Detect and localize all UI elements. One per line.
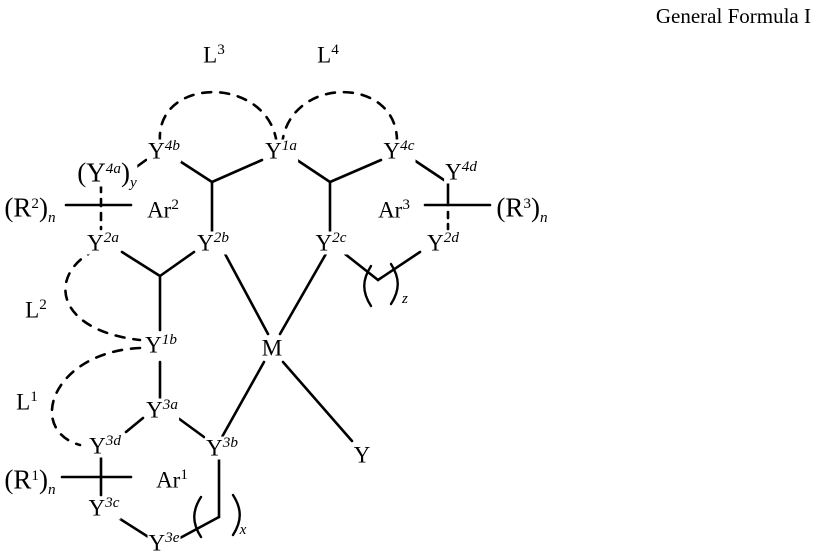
bracket-z-close (389, 262, 399, 306)
bond-y3a-y3b (176, 416, 206, 439)
aryl-Ar2: Ar2 (147, 195, 179, 223)
atom-Y1a: Y1a (264, 136, 298, 164)
bond-y1a-apex2 (295, 158, 332, 184)
atom-Y4c: Y4c (382, 136, 416, 164)
atom-Y2c: Y2c (314, 228, 348, 256)
bond-y2c-m (278, 250, 329, 336)
bond-m-y3b (220, 360, 266, 439)
bond-y2b-apex3 (158, 250, 196, 278)
bracket-x-open (193, 495, 203, 539)
ligand-arc-l3 (158, 90, 279, 147)
ligand-arc-l1 (50, 346, 142, 447)
aryl-Ar1: Ar1 (156, 465, 188, 493)
atom-M: M (260, 335, 284, 361)
atom-Y3c: Y3c (87, 493, 121, 521)
bond-y3c-y3e (115, 515, 152, 540)
bond-y2c-vertex (343, 252, 380, 282)
bond-y2a-apex3 (120, 250, 162, 278)
atom-Y1b: Y1b (144, 330, 178, 358)
bond-m-y (281, 360, 354, 443)
ligand-arc-l2 (64, 248, 142, 342)
atom-Y3b: Y3b (205, 433, 239, 461)
bond-y2b-m (222, 250, 270, 336)
bond-y3a-y3d (124, 416, 145, 434)
atom-Y3e: Y3e (147, 528, 181, 556)
label-L2: L2 (25, 295, 47, 323)
aryl-Ar3: Ar3 (378, 195, 410, 223)
atom-Y2a: Y2a (86, 228, 120, 256)
substituent-R1n: (R1)n (3, 464, 57, 499)
atom-Y: Y (352, 442, 372, 468)
bond-y4c-y4d (412, 158, 446, 182)
page-title: General Formula I (655, 4, 811, 28)
atom-Y4d: Y4d (444, 157, 478, 185)
atom-Y2b: Y2b (196, 228, 230, 256)
label-L3: L3 (203, 40, 225, 68)
bracket-x-close (231, 493, 241, 537)
atom-Y3d: Y3d (88, 431, 122, 459)
repeat-subscript-z: z (402, 290, 408, 308)
atom-Y4b: Y4b (147, 136, 181, 164)
ligand-arc-l4 (280, 90, 399, 147)
bond-down-y3e (178, 515, 221, 540)
repeat-Y4a-y: (Y4a)y (76, 157, 138, 192)
bond-y4c-apex2 (328, 158, 383, 184)
atom-Y2d: Y2d (426, 228, 460, 256)
bracket-z-open (363, 264, 373, 308)
bond-y1a-apex1 (210, 158, 264, 184)
substituent-R2n: (R2)n (3, 192, 57, 227)
substituent-R3n: (R3)n (495, 192, 549, 227)
label-L4: L4 (317, 40, 339, 68)
bond-vertex-y2d (376, 250, 422, 282)
repeat-subscript-x: x (239, 521, 247, 539)
label-L1: L1 (16, 387, 38, 415)
bond-y4b-apex1 (176, 158, 214, 184)
atom-Y3a: Y3a (145, 395, 179, 423)
